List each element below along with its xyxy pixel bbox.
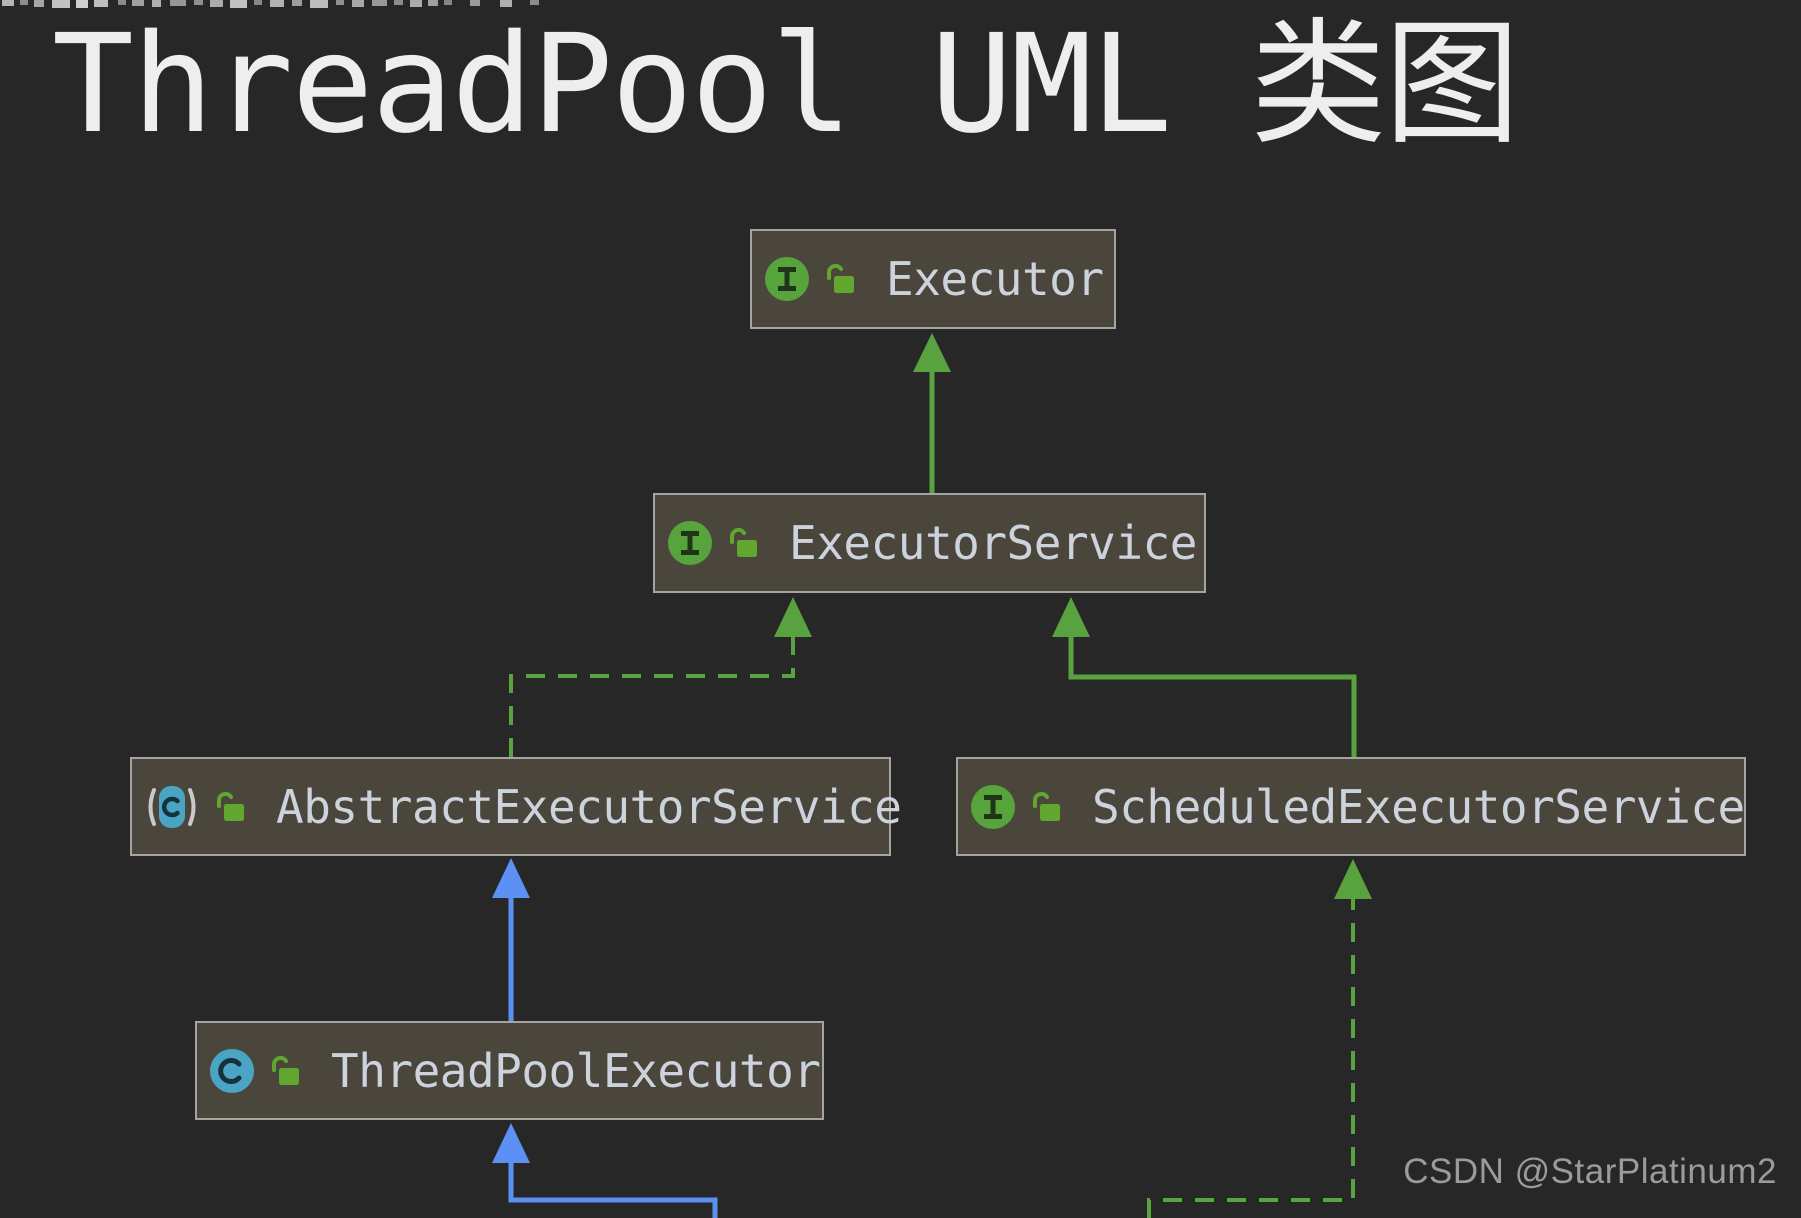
cropped-text-fragment — [530, 0, 539, 5]
cropped-text-fragment — [170, 0, 186, 6]
cropped-text-fragment — [34, 0, 44, 7]
interface-icon — [971, 784, 1015, 829]
interface-icon — [668, 521, 712, 565]
uml-node-executor[interactable]: Executor — [750, 229, 1116, 329]
cropped-text-fragment — [500, 0, 512, 7]
watermark: CSDN @StarPlatinum2 — [1403, 1152, 1777, 1191]
cropped-text-fragment — [292, 0, 302, 6]
abstract-class-icon — [148, 785, 196, 828]
cropped-text-fragment — [254, 0, 262, 5]
uml-node-label: Executor — [886, 252, 1104, 306]
cropped-text-fragment — [194, 0, 203, 5]
cropped-text-fragment — [76, 0, 88, 8]
cropped-text-fragment — [132, 0, 144, 6]
edge-offscreen-extends-threadpoolexecutor — [492, 1123, 718, 1218]
cropped-text-fragment — [118, 0, 126, 5]
cropped-text-fragment — [352, 0, 364, 7]
cropped-text-fragment — [2, 0, 14, 6]
public-visibility-lock-icon — [827, 263, 854, 293]
public-visibility-lock-icon — [272, 1055, 299, 1085]
cropped-text-fragment — [372, 0, 387, 6]
public-visibility-lock-icon — [730, 527, 757, 557]
public-visibility-lock-icon — [217, 791, 244, 821]
edge-offscreen-implements-scheduledexecutorservice — [1147, 859, 1372, 1218]
arrowhead-up-icon — [492, 858, 530, 898]
arrowhead-up-icon — [1052, 597, 1090, 637]
edge-abstractexecutorservice-implements-executorservice — [509, 597, 812, 757]
cropped-text-fragment — [310, 0, 328, 8]
interface-icon — [765, 257, 809, 301]
cropped-text-fragment — [52, 0, 70, 8]
cropped-text-fragment — [152, 0, 161, 7]
uml-node-scheduled-executor-service[interactable]: ScheduledExecutorService — [956, 757, 1746, 856]
page-title: ThreadPool UML 类图 — [52, 6, 1520, 164]
cropped-text-fragment — [394, 0, 403, 5]
cropped-text-fragment — [428, 0, 438, 6]
cropped-text-fragment — [94, 0, 108, 7]
cropped-text-fragment — [20, 0, 28, 5]
cropped-text-fragment — [410, 0, 422, 7]
arrowhead-up-icon — [913, 333, 951, 372]
edge-executorservice-extends-executor — [913, 333, 951, 493]
arrowhead-up-icon — [774, 597, 812, 637]
uml-node-thread-pool-executor[interactable]: ThreadPoolExecutor — [195, 1021, 824, 1120]
cropped-text-fragment — [470, 0, 480, 6]
uml-node-label: ThreadPoolExecutor — [331, 1043, 821, 1098]
uml-node-label: ExecutorService — [789, 516, 1197, 570]
cropped-text-fragment — [270, 0, 284, 7]
edge-scheduledexecutorservice-extends-executorservice — [1052, 597, 1357, 757]
uml-node-abstract-executor-service[interactable]: AbstractExecutorService — [130, 757, 902, 856]
uml-node-label: ScheduledExecutorService — [1092, 779, 1745, 834]
uml-node-executor-service[interactable]: ExecutorService — [653, 493, 1206, 593]
class-icon — [210, 1048, 254, 1093]
cropped-text-fragment — [230, 0, 247, 8]
arrowhead-up-icon — [1334, 859, 1372, 899]
edge-threadpoolexecutor-extends-abstractexecutorservice — [492, 858, 530, 1021]
cropped-text-strip — [0, 0, 560, 10]
uml-node-label: AbstractExecutorService — [276, 779, 902, 834]
cropped-text-fragment — [444, 0, 452, 5]
public-visibility-lock-icon — [1033, 791, 1060, 821]
cropped-text-fragment — [210, 0, 223, 7]
arrowhead-up-icon — [492, 1123, 530, 1163]
cropped-text-fragment — [336, 0, 344, 5]
